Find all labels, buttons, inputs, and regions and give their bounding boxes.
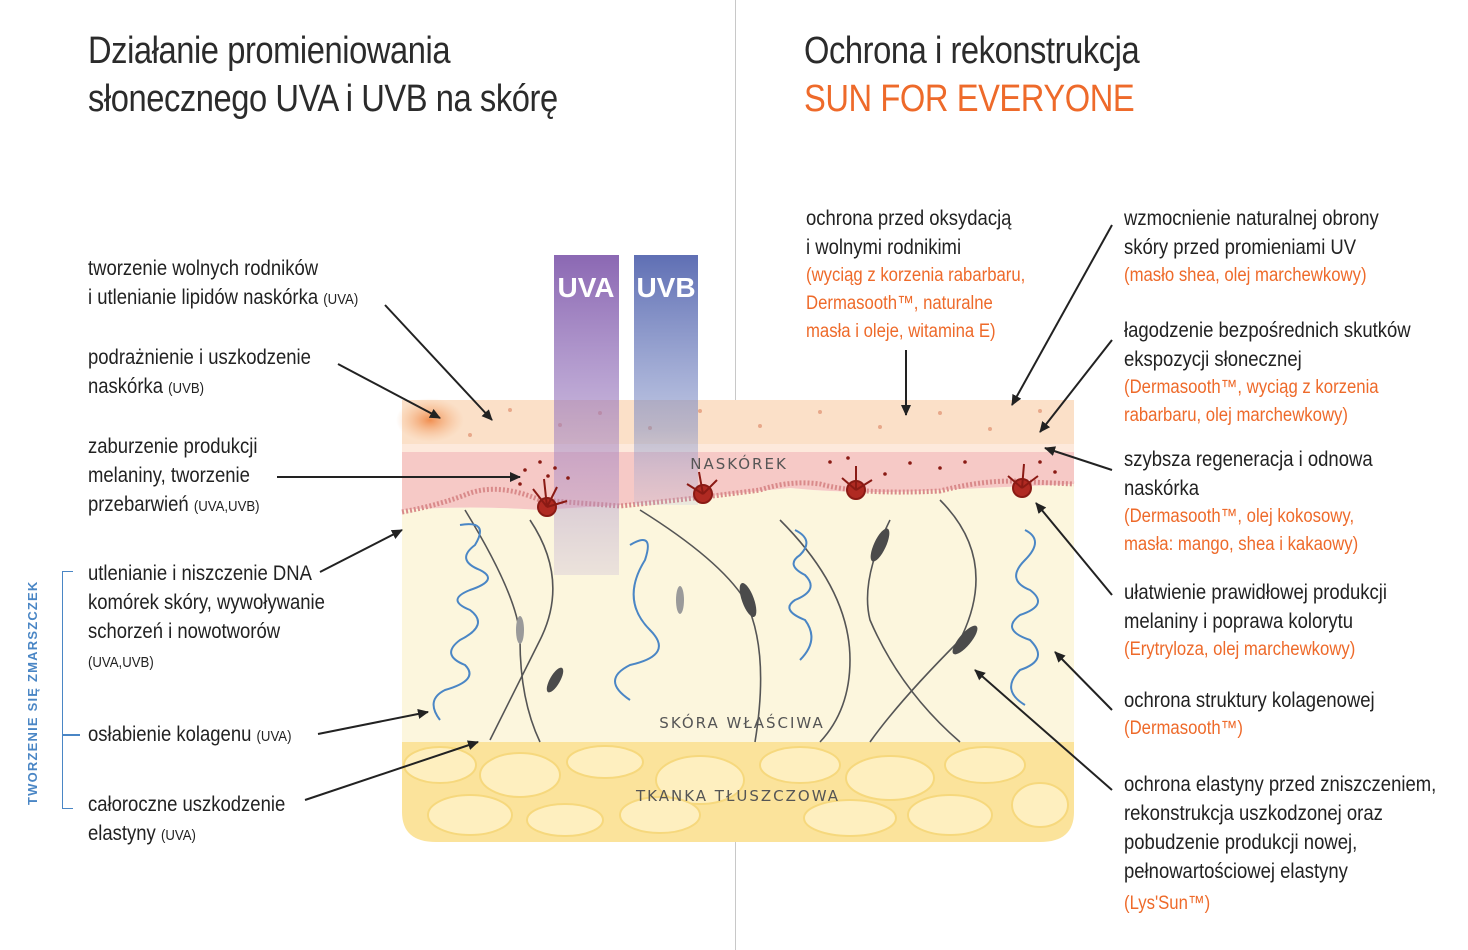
right-item-line: łagodzenie bezpośrednich skutków [1124,319,1411,342]
right-item-melanin: ułatwienie prawidłowej produkcji melanin… [1124,578,1387,664]
left-item-line: schorzeń i nowotworów [88,620,281,643]
left-title: Działanie promieniowania słonecznego UVA… [88,27,558,123]
right-title-line1: Ochrona i rekonstrukcja [804,30,1140,72]
right-item-uv-defense: wzmocnienie naturalnej obrony skóry prze… [1124,204,1379,290]
melanin-granules [518,456,1057,486]
right-title: Ochrona i rekonstrukcja SUN FOR EVERYONE [804,27,1140,123]
right-item-ingredients: (wyciąg z korzenia rabarbaru, [806,265,1026,286]
right-item-soothing: łagodzenie bezpośrednich skutków ekspozy… [1124,316,1411,430]
right-item-line: melaniny i poprawa kolorytu [1124,610,1354,633]
fibroblasts [516,528,978,693]
right-item-line: ochrona elastyny przed zniszczeniem, [1124,773,1437,796]
left-item-line: elastyny [88,822,156,845]
dermis-label: SKÓRA WŁAŚCIWA [659,713,824,732]
left-item-line: całoroczne uszkodzenie [88,793,286,816]
left-item-elastin: całoroczne uszkodzenie elastyny (UVA) [88,790,285,850]
right-item-line: skóry przed promieniami UV [1124,236,1357,259]
left-title-line2: słonecznego UVA i UVB na skórę [88,78,558,120]
left-item-melanin: zaburzenie produkcji melaniny, tworzenie… [88,432,260,521]
right-item-ingredients: (Dermasooth™, olej kokosowy, [1124,506,1355,527]
right-item-ingredients: (Erytryloza, olej marchewkowy) [1124,639,1356,660]
right-item-ingredients: (Lys'Sun™) [1124,893,1211,914]
wrinkle-formation-tag: TWORZENIE SIĘ ZMARSZCZEK [25,580,40,805]
left-item-line: przebarwień [88,493,189,516]
right-item-line: rekonstrukcja uszkodzonej oraz [1124,802,1383,825]
left-item-tag: (UVB) [168,380,205,397]
left-item-irritation: podrażnienie i uszkodzenie naskórka (UVB… [88,343,311,403]
collagen-fibers [432,523,1039,721]
uvb-label: UVB [636,272,695,303]
right-title-brand: SUN FOR EVERYONE [804,78,1135,120]
right-item-line: ułatwienie prawidłowej produkcji [1124,581,1387,604]
corneum-edge [402,444,1074,452]
right-item-line: naskórka [1124,477,1199,500]
wrinkle-bracket [62,571,73,809]
uva-ray [554,255,619,575]
right-item-line: ochrona przed oksydacją [806,207,1012,230]
right-item-ingredients: rabarbaru, olej marchewkowy) [1124,405,1348,426]
left-item-free-radicals: tworzenie wolnych rodników i utlenianie … [88,254,358,314]
right-arrows [901,224,1113,791]
left-item-tag: (UVA) [256,728,292,745]
fat-cells [403,745,1069,837]
right-item-ingredients: masła: mango, shea i kakaowy) [1124,534,1359,555]
right-item-elastin: ochrona elastyny przed zniszczeniem, rek… [1124,770,1436,918]
left-item-dna: utlenianie i niszczenie DNA komórek skór… [88,559,325,677]
right-item-regeneration: szybsza regeneracja i odnowa naskórka (D… [1124,445,1373,559]
left-item-line: podrażnienie i uszkodzenie [88,346,311,369]
left-item-line: tworzenie wolnych rodników [88,257,319,280]
left-item-line: i utlenianie lipidów naskórka [88,286,319,309]
irritation-spot [396,398,464,442]
left-item-line: osłabienie kolagenu [88,723,252,746]
right-item-ingredients: (masło shea, olej marchewkowy) [1124,265,1367,286]
right-item-ingredients: (Dermasooth™, wyciąg z korzenia [1124,377,1379,398]
left-arrows [277,304,521,801]
right-item-line: szybsza regeneracja i odnowa [1124,448,1373,471]
melanocytes [532,463,1039,517]
right-item-line: ochrona struktury kolagenowej [1124,689,1375,712]
right-item-line: i wolnymi rodnikimi [806,236,962,259]
left-item-tag: (UVA,UVB) [193,498,260,515]
left-item-collagen: osłabienie kolagenu (UVA) [88,720,291,751]
stratum-corneum [402,400,1074,444]
epidermis-label: NASKÓREK [690,454,788,473]
left-title-line1: Działanie promieniowania [88,30,451,72]
dermis-layer [402,484,1074,742]
left-item-tag: (UVA,UVB) [88,654,154,671]
left-item-line: zaburzenie produkcji [88,435,258,458]
uva-label: UVA [557,272,614,303]
right-item-ingredients: Dermasooth™, naturalne [806,293,993,314]
left-item-tag: (UVA) [160,827,196,844]
fat-label: TKANKA TŁUSZCZOWA [635,787,840,805]
right-item-line: ekspozycji słonecznej [1124,348,1302,371]
basal-layer [401,478,1075,515]
left-item-line: komórek skóry, wywoływanie [88,591,325,614]
left-item-line: naskórka [88,375,163,398]
right-item-ingredients: (Dermasooth™) [1124,718,1243,739]
right-item-oxidation: ochrona przed oksydacją i wolnymi rodnik… [806,204,1025,346]
left-item-line: melaniny, tworzenie [88,464,250,487]
right-item-line: wzmocnienie naturalnej obrony [1124,207,1379,230]
right-item-ingredients: masła i oleje, witamina E) [806,321,996,342]
right-item-collagen: ochrona struktury kolagenowej (Dermasoot… [1124,686,1375,743]
left-item-line: utlenianie i niszczenie DNA [88,562,312,585]
uvb-ray [634,255,698,505]
right-item-line: pełnowartościowej elastyny [1124,860,1348,883]
left-item-tag: (UVA) [323,291,359,308]
right-item-line: pobudzenie produkcji nowej, [1124,831,1358,854]
bracket-tick [62,734,80,736]
